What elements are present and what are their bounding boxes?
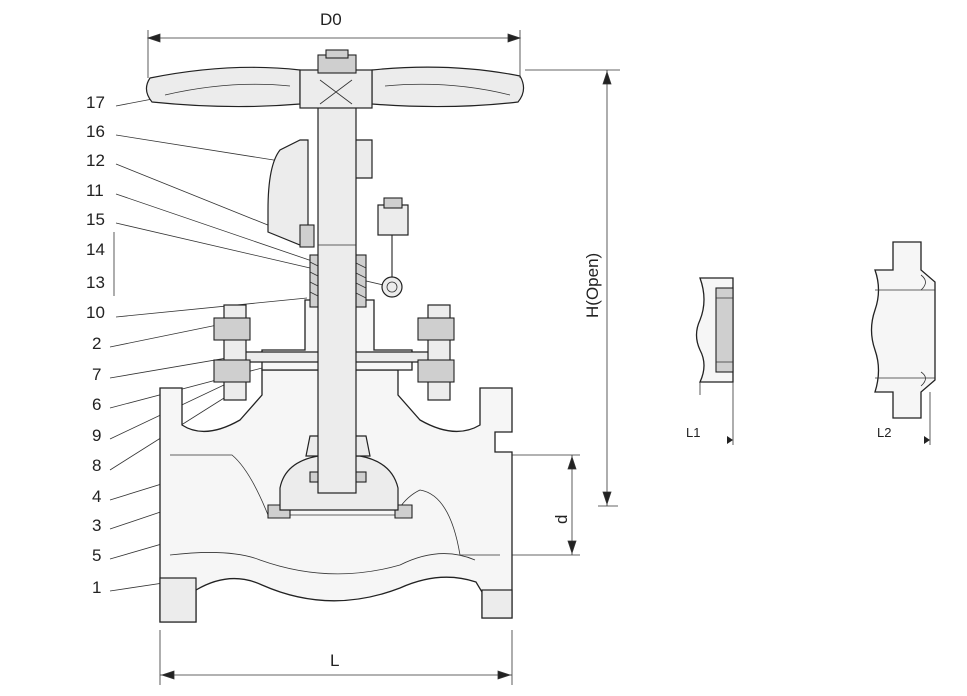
part-number-labels: 17 16 12 11 15 14 13 10 2 7 6 9 8 4 3 5 … — [86, 93, 115, 597]
dimension-labels: D0 H(Open) d L L1 L2 — [320, 10, 891, 670]
part-label-2: 2 — [92, 334, 101, 353]
part-label-14: 14 — [86, 240, 105, 259]
part-label-1: 1 — [92, 578, 101, 597]
part-label-9: 9 — [92, 426, 101, 445]
part-label-6: 6 — [92, 395, 101, 414]
part-label-13: 13 — [86, 273, 105, 292]
part-label-7: 7 — [92, 365, 101, 384]
bonnet-assembly — [213, 87, 455, 494]
part-label-17: 17 — [86, 93, 105, 112]
handwheel — [145, 49, 525, 109]
part-label-11: 11 — [86, 181, 104, 200]
part-label-12: 12 — [86, 151, 105, 170]
dimension-d: d — [552, 515, 571, 524]
part-label-16: 16 — [86, 122, 105, 141]
part-label-5: 5 — [92, 546, 101, 565]
part-label-15: 15 — [86, 210, 105, 229]
dimension-h-open: H(Open) — [583, 253, 602, 318]
part-label-3: 3 — [92, 516, 101, 535]
detail-view-l1 — [695, 277, 734, 445]
part-label-8: 8 — [92, 456, 101, 475]
part-label-10: 10 — [86, 303, 105, 322]
dimension-l2: L2 — [877, 425, 891, 440]
detail-view-l2 — [870, 241, 936, 445]
part-label-4: 4 — [92, 487, 101, 506]
dimension-d0: D0 — [320, 10, 342, 29]
dimension-lines — [146, 30, 620, 685]
dimension-l1: L1 — [686, 425, 700, 440]
dimension-l: L — [330, 651, 339, 670]
